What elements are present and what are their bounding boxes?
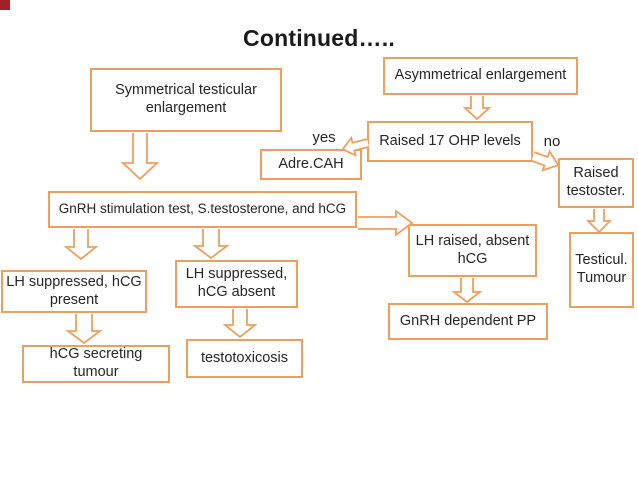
node-gnrh-stimulation-test: GnRH stimulation test, S.testosterone, a… [48,191,357,228]
node-lh-suppressed-hcg-present: LH suppressed, hCG present [1,270,147,313]
node-gnrh-dependent-pp: GnRH dependent PP [388,303,548,340]
arrow-gnrh-test-to-lh-suppressed-absent [192,229,230,260]
node-symmetrical-enlargement: Symmetrical testicular enlargement [90,68,282,132]
edge-label-yes: yes [312,129,336,146]
arrow-gnrh-test-to-lh-suppressed-present [63,229,99,261]
node-testicular-tumour: Testicul. Tumour [569,232,634,308]
arrow-symmetrical-to-gnrh-test [120,133,160,181]
node-testotoxicosis: testotoxicosis [186,339,303,378]
node-adre-cah: Adre.CAH [260,149,362,180]
node-asymmetrical-enlargement: Asymmetrical enlargement [383,57,578,95]
edge-label-no: no [543,133,561,150]
node-raised-17-ohp-levels: Raised 17 OHP levels [367,121,533,162]
arrow-asymmetrical-to-ohp [462,96,492,121]
arrow-ohp-to-raised-testosterone-no [530,149,560,172]
arrow-gnrh-test-to-lh-raised [358,209,414,237]
arrow-lh-raised-to-gnrh-dependent-pp [451,278,483,304]
node-raised-testosterone: Raised testoster. [558,158,634,208]
corner-marker [0,0,10,10]
node-lh-suppressed-hcg-absent: LH suppressed, hCG absent [175,260,298,308]
arrow-raised-testosterone-to-testicular-tumour [585,209,613,234]
arrow-lh-suppressed-absent-to-testotoxicosis [222,309,258,339]
node-lh-raised-absent-hcg: LH raised, absent hCG [408,224,537,277]
arrow-lh-suppressed-present-to-hcg-secreting-tumour [65,314,103,345]
node-hcg-secreting-tumour: hCG secreting tumour [22,345,170,383]
slide-title: Continued….. [243,25,395,51]
